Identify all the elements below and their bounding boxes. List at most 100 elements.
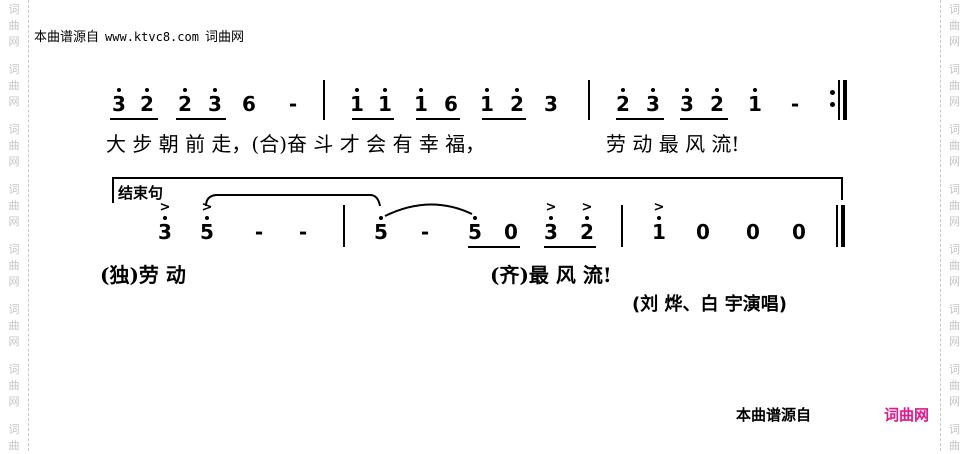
dash: - — [298, 220, 308, 244]
lyrics-solo: (独)劳 动 — [100, 263, 186, 287]
note: 2 — [616, 92, 630, 116]
barline — [588, 80, 590, 120]
note: 1 — [652, 220, 666, 244]
watermark-char: 曲 — [949, 439, 960, 452]
high-octave-dot — [183, 88, 187, 92]
watermark-char: 曲 — [949, 199, 960, 212]
eighth-beam — [616, 118, 664, 120]
note: 5 — [200, 220, 214, 244]
note: 0 — [746, 220, 760, 244]
watermark-char: 词 — [949, 3, 960, 16]
note: 6 — [444, 92, 458, 116]
note: 2 — [178, 92, 192, 116]
watermark-char: 曲 — [949, 19, 960, 32]
high-octave-dot — [585, 216, 589, 220]
watermark-char: 词 — [8, 243, 20, 256]
source-prefix: 本曲谱源自 — [34, 30, 100, 45]
high-octave-dot — [515, 88, 519, 92]
note: 0 — [504, 220, 518, 244]
ending-section-label: 结束句 — [118, 184, 164, 202]
watermark-char: 曲 — [8, 319, 20, 332]
watermark-char: 网 — [949, 335, 960, 348]
eighth-beam — [544, 246, 596, 248]
watermark-char: 曲 — [8, 139, 20, 152]
watermark-char: 网 — [949, 395, 960, 408]
watermark-char: 网 — [8, 335, 20, 348]
eighth-beam — [352, 118, 394, 120]
high-octave-dot — [473, 216, 477, 220]
note: 2 — [710, 92, 724, 116]
watermark-char: 网 — [949, 215, 960, 228]
high-octave-dot — [621, 88, 625, 92]
note: 1 — [414, 92, 428, 116]
note: 3 — [158, 220, 172, 244]
note: 2 — [140, 92, 154, 116]
source-suffix: 词曲网 — [204, 30, 244, 45]
watermark-char: 网 — [8, 35, 20, 48]
watermark-char: 词 — [8, 63, 20, 76]
high-octave-dot — [205, 216, 209, 220]
accent-mark: > — [545, 200, 557, 215]
note: 3 — [544, 92, 558, 116]
watermark-char: 词 — [8, 183, 20, 196]
watermark-char: 网 — [949, 35, 960, 48]
watermark-char: 词 — [8, 363, 20, 376]
high-octave-dot — [117, 88, 121, 92]
watermark-char: 曲 — [8, 19, 20, 32]
watermark-char: 曲 — [949, 79, 960, 92]
watermark-char: 曲 — [8, 79, 20, 92]
barline — [621, 205, 623, 247]
watermark-char: 词 — [8, 303, 20, 316]
watermark-char: 词 — [8, 3, 20, 16]
repeat-dot — [830, 90, 835, 95]
barline — [323, 80, 325, 120]
note: 6 — [242, 92, 256, 116]
lyrics-line-1b: 劳 动 最 风 流! — [606, 132, 740, 156]
accent-mark: > — [201, 200, 213, 215]
note: 1 — [350, 92, 364, 116]
high-octave-dot — [685, 88, 689, 92]
watermark-char: 网 — [8, 155, 20, 168]
note: 3 — [112, 92, 126, 116]
eighth-beam — [680, 118, 728, 120]
high-octave-dot — [657, 216, 661, 220]
note: 0 — [696, 220, 710, 244]
watermark-char: 网 — [949, 95, 960, 108]
dash: - — [254, 220, 264, 244]
repeat-dot — [830, 102, 835, 107]
note: 3 — [208, 92, 222, 116]
note: 2 — [580, 220, 594, 244]
eighth-beam — [416, 118, 460, 120]
watermark-strip-right: 词 曲 网 词 曲 网 词 曲 网 词 曲 网 词 曲 网 词 曲 网 词 曲 … — [940, 0, 968, 452]
high-octave-dot — [145, 88, 149, 92]
high-octave-dot — [753, 88, 757, 92]
watermark-char: 网 — [8, 95, 20, 108]
footer-brand[interactable]: 词曲网 — [884, 406, 930, 424]
eighth-beam — [482, 118, 526, 120]
watermark-char: 词 — [949, 183, 960, 196]
note: 1 — [480, 92, 494, 116]
watermark-char: 网 — [8, 215, 20, 228]
watermark-char: 词 — [8, 423, 20, 436]
high-octave-dot — [651, 88, 655, 92]
note: 5 — [468, 220, 482, 244]
note: 3 — [680, 92, 694, 116]
high-octave-dot — [213, 88, 217, 92]
high-octave-dot — [485, 88, 489, 92]
note: 3 — [646, 92, 660, 116]
watermark-char: 网 — [8, 395, 20, 408]
watermark-char: 词 — [949, 63, 960, 76]
dash: - — [420, 220, 430, 244]
dash: - — [790, 92, 800, 116]
watermark-char: 曲 — [8, 259, 20, 272]
high-octave-dot — [383, 88, 387, 92]
watermark-char: 曲 — [949, 379, 960, 392]
accent-mark: > — [159, 200, 171, 215]
eighth-beam — [176, 118, 226, 120]
barline — [343, 205, 345, 247]
high-octave-dot — [379, 216, 383, 220]
watermark-char: 词 — [949, 243, 960, 256]
watermark-strip-left: 词 曲 网 词 曲 网 词 曲 网 词 曲 网 词 曲 网 词 曲 网 词 曲 … — [0, 0, 29, 452]
watermark-char: 网 — [949, 275, 960, 288]
watermark-char: 词 — [949, 423, 960, 436]
